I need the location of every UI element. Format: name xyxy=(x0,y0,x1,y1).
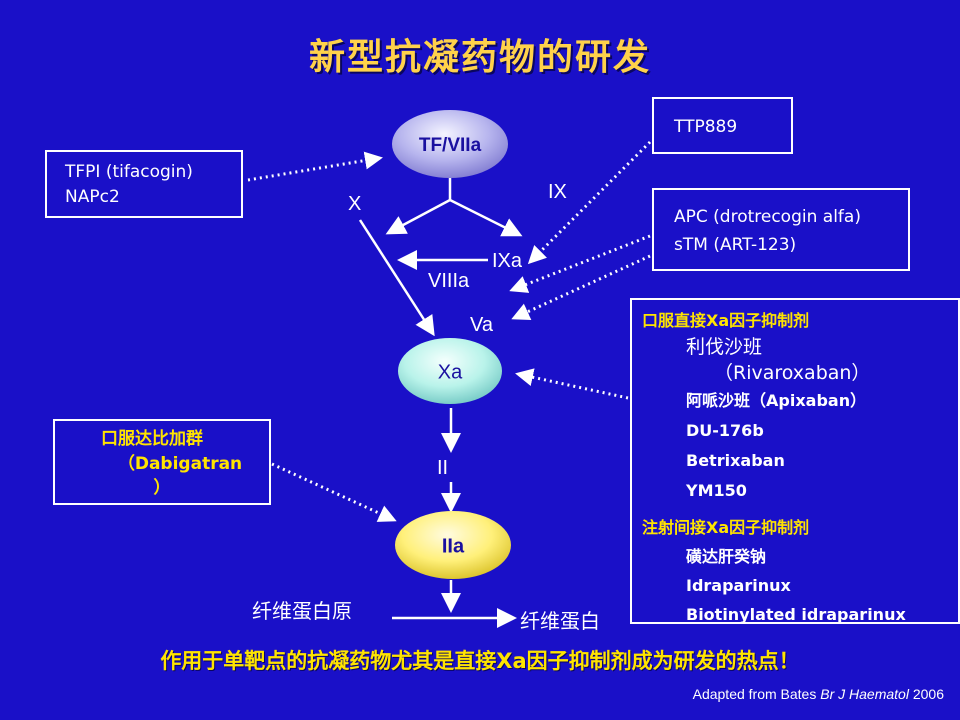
box-apc: APC (drotrecogin alfa) sTM (ART-123) xyxy=(652,188,910,271)
factor-ix: IX xyxy=(548,181,567,203)
tfpi-line-2: NAPc2 xyxy=(65,187,120,207)
node-xa: Xa xyxy=(398,338,502,404)
injection-item-3: Biotinylated idraparinux xyxy=(686,605,906,624)
node-xa-label: Xa xyxy=(438,361,463,383)
oral-heading: 口服直接Xa因子抑制剂 xyxy=(642,311,810,330)
tfpi-line-1: TFPI (tifacogin) xyxy=(65,162,193,182)
node-tf-viia: TF/VIIa xyxy=(392,110,508,178)
oral-item-1: 利伐沙班 xyxy=(686,336,763,358)
oral-item-6: YM150 xyxy=(686,481,747,500)
injection-heading: 注射间接Xa因子抑制剂 xyxy=(642,518,810,537)
dabigatran-line-3: ） xyxy=(153,478,171,498)
node-iia: IIa xyxy=(395,511,511,579)
conclusion-caption: 作用于单靶点的抗凝药物尤其是直接Xa因子抑制剂成为研发的热点！ xyxy=(160,649,800,673)
oral-item-2: （Rivaroxaban） xyxy=(714,362,871,384)
node-tf-label: TF/VIIa xyxy=(419,135,482,156)
node-iia-label: IIa xyxy=(442,535,465,557)
box-tfpi: TFPI (tifacogin) NAPc2 xyxy=(45,150,243,218)
box-ttp889: TTP889 xyxy=(652,97,793,154)
source-credit: Adapted from Bates Br J Haematol 2006 xyxy=(693,686,944,702)
oral-item-5: Betrixaban xyxy=(686,451,785,470)
factor-x: X xyxy=(348,193,361,215)
injection-item-2: Idraparinux xyxy=(686,576,791,595)
dabigatran-line-2: （Dabigatran xyxy=(117,454,243,474)
factor-ii: II xyxy=(437,457,448,479)
apc-line-2: sTM (ART-123) xyxy=(674,235,797,255)
oral-item-4: DU-176b xyxy=(686,421,764,440)
box-dabigatran: 口服达比加群 （Dabigatran ） xyxy=(53,419,271,505)
factor-fibrin: 纤维蛋白 xyxy=(520,609,600,633)
dabigatran-line-1: 口服达比加群 xyxy=(101,429,203,449)
factor-fibrinogen: 纤维蛋白原 xyxy=(252,599,352,623)
page-title: 新型抗凝药物的研发 xyxy=(308,36,651,78)
factor-va: Va xyxy=(470,314,494,336)
credit-year: 2006 xyxy=(908,686,944,702)
credit-journal: Br J Haematol xyxy=(820,686,909,702)
factor-ixa: IXa xyxy=(492,250,523,272)
apc-line-1: APC (drotrecogin alfa) xyxy=(674,207,861,227)
oral-item-3: 阿哌沙班（Apixaban） xyxy=(686,391,867,410)
injection-item-1: 磺达肝癸钠 xyxy=(686,547,767,566)
credit-prefix: Adapted from Bates xyxy=(692,686,821,702)
box-xa-inhibitors: 口服直接Xa因子抑制剂 利伐沙班 （Rivaroxaban） 阿哌沙班（Apix… xyxy=(630,298,960,624)
inhibitor-arrows xyxy=(247,140,652,522)
ttp-line-1: TTP889 xyxy=(674,117,738,137)
pathway-arrows xyxy=(358,178,523,628)
factor-viiia: VIIIa xyxy=(428,270,470,292)
